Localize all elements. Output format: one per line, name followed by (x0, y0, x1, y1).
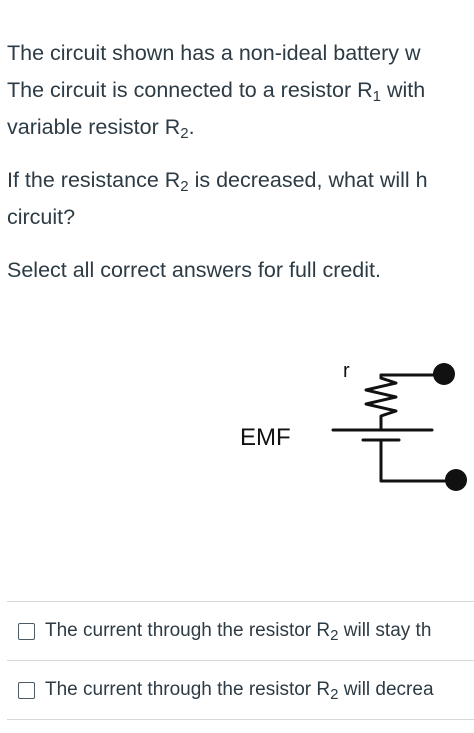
question-prompt: If the resistance R2 is decreased, what … (7, 168, 428, 229)
emf-label: EMF (240, 424, 291, 451)
bottom-terminal (445, 469, 467, 491)
question-line-1: The circuit shown has a non-ideal batter… (7, 41, 421, 65)
answer-option-1[interactable]: The current through the resistor R2 will… (7, 601, 474, 660)
top-wire (379, 373, 442, 380)
answer-list: The current through the resistor R2 will… (7, 601, 474, 720)
top-terminal (433, 363, 455, 385)
circuit-diagram: r EMF (0, 350, 474, 500)
question-paragraph: The circuit shown has a non-ideal batter… (7, 41, 426, 142)
battery-symbol (331, 373, 454, 483)
circuit-svg: r EMF (240, 360, 467, 491)
checkbox-icon[interactable] (18, 622, 35, 640)
answer-option-label: The current through the resistor R2 will… (45, 679, 434, 703)
question-text: The circuit shown has a non-ideal batter… (7, 35, 474, 305)
internal-resistance-label: r (343, 360, 350, 382)
bottom-wire (379, 438, 454, 483)
internal-resistor-zigzag (364, 376, 398, 430)
checkbox-icon[interactable] (18, 681, 35, 699)
answer-option-2[interactable]: The current through the resistor R2 will… (7, 660, 474, 720)
answer-option-label: The current through the resistor R2 will… (45, 620, 432, 644)
instruction-text: Select all correct answers for full cred… (7, 258, 381, 282)
